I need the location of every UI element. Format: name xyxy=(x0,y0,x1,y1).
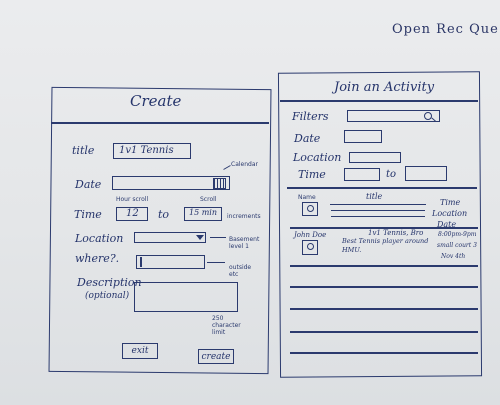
listing-date: Nov 4th xyxy=(441,253,466,260)
search-icon[interactable] xyxy=(424,112,432,120)
optional-label: (optional) xyxy=(85,291,130,301)
time-label: Time xyxy=(74,208,102,221)
time-column-header: Time xyxy=(440,198,461,207)
exit-button[interactable]: exit xyxy=(122,343,158,359)
create-header-divider xyxy=(51,122,269,124)
row-divider-3 xyxy=(290,308,478,310)
filters-label: Filters xyxy=(292,110,329,123)
listing-avatar[interactable] xyxy=(302,240,318,255)
join-date-label: Date xyxy=(294,132,321,145)
where-input[interactable] xyxy=(136,255,205,269)
calendar-annotation: Calendar xyxy=(231,161,258,168)
avatar-icon xyxy=(307,205,314,212)
name-column-header: Name xyxy=(298,194,316,201)
date-input[interactable] xyxy=(112,176,230,190)
date-column-header: Date xyxy=(437,220,457,229)
title-placeholder-line-2 xyxy=(331,210,425,212)
location-arrow xyxy=(210,237,226,238)
create-title: Create xyxy=(130,92,182,110)
listing-avatar-icon xyxy=(307,243,314,250)
location-label: Location xyxy=(75,232,124,245)
join-date-input[interactable] xyxy=(344,130,382,143)
date-label: Date xyxy=(75,178,102,191)
results-header-divider xyxy=(290,227,478,229)
join-time-to-input[interactable] xyxy=(405,166,447,181)
join-location-label: Location xyxy=(293,151,342,164)
time-to-label: to xyxy=(158,208,170,221)
time-from-value: 12 xyxy=(126,208,139,219)
title-column-header: title xyxy=(366,192,383,201)
listing-location: small court 3 xyxy=(437,242,477,249)
where-cursor xyxy=(140,257,142,267)
calendar-icon[interactable] xyxy=(213,178,226,189)
row-divider-1 xyxy=(290,265,478,267)
time-to-input[interactable]: 15 min xyxy=(184,207,222,221)
row-divider-4 xyxy=(290,331,478,333)
board-header-title: Open Rec Que xyxy=(392,22,499,37)
hour-scroll-annotation: Hour scroll xyxy=(116,196,149,203)
scroll-annotation: Scroll xyxy=(200,196,217,203)
title-placeholder-line-1 xyxy=(330,204,426,206)
title-label: title xyxy=(72,144,95,157)
join-time-label: Time xyxy=(298,168,326,181)
filters-search-input[interactable] xyxy=(347,110,440,122)
join-location-input[interactable] xyxy=(349,152,401,163)
where-arrow xyxy=(207,262,225,263)
join-time-to-label: to xyxy=(386,169,397,180)
row-divider-5 xyxy=(290,352,478,354)
basement-annotation: Basement level 1 xyxy=(229,236,260,250)
join-title: Join an Activity xyxy=(334,80,435,95)
listing-title[interactable]: 1v1 Tennis, Bro xyxy=(368,229,424,237)
avatar-placeholder-header xyxy=(302,202,318,216)
increments-annotation: increments xyxy=(227,213,261,220)
listing-time: 8:00pm-9pm xyxy=(438,231,477,238)
join-time-from-input[interactable] xyxy=(344,168,380,181)
description-textarea[interactable] xyxy=(134,282,238,312)
title-input[interactable]: 1v1 Tennis xyxy=(113,143,191,159)
location-dropdown[interactable] xyxy=(134,232,206,243)
listing-name: John Doe xyxy=(294,231,327,239)
join-header-divider xyxy=(280,100,478,102)
outside-annotation: outside etc xyxy=(229,264,252,278)
results-top-divider xyxy=(287,187,477,189)
title-placeholder-line-3 xyxy=(331,216,425,218)
chevron-down-icon[interactable] xyxy=(196,235,204,240)
time-from-input[interactable]: 12 xyxy=(116,207,148,221)
listing-description: Best Tennis player around HMU. xyxy=(342,237,429,254)
where-label: where?. xyxy=(75,252,120,265)
row-divider-2 xyxy=(290,286,478,288)
location-column-header: Location xyxy=(432,209,468,218)
title-input-value: 1v1 Tennis xyxy=(119,145,174,156)
description-label: Description xyxy=(77,276,142,289)
time-to-value: 15 min xyxy=(189,208,218,217)
create-button[interactable]: create xyxy=(198,349,234,364)
char-limit-annotation: 250 character limit xyxy=(212,315,241,336)
